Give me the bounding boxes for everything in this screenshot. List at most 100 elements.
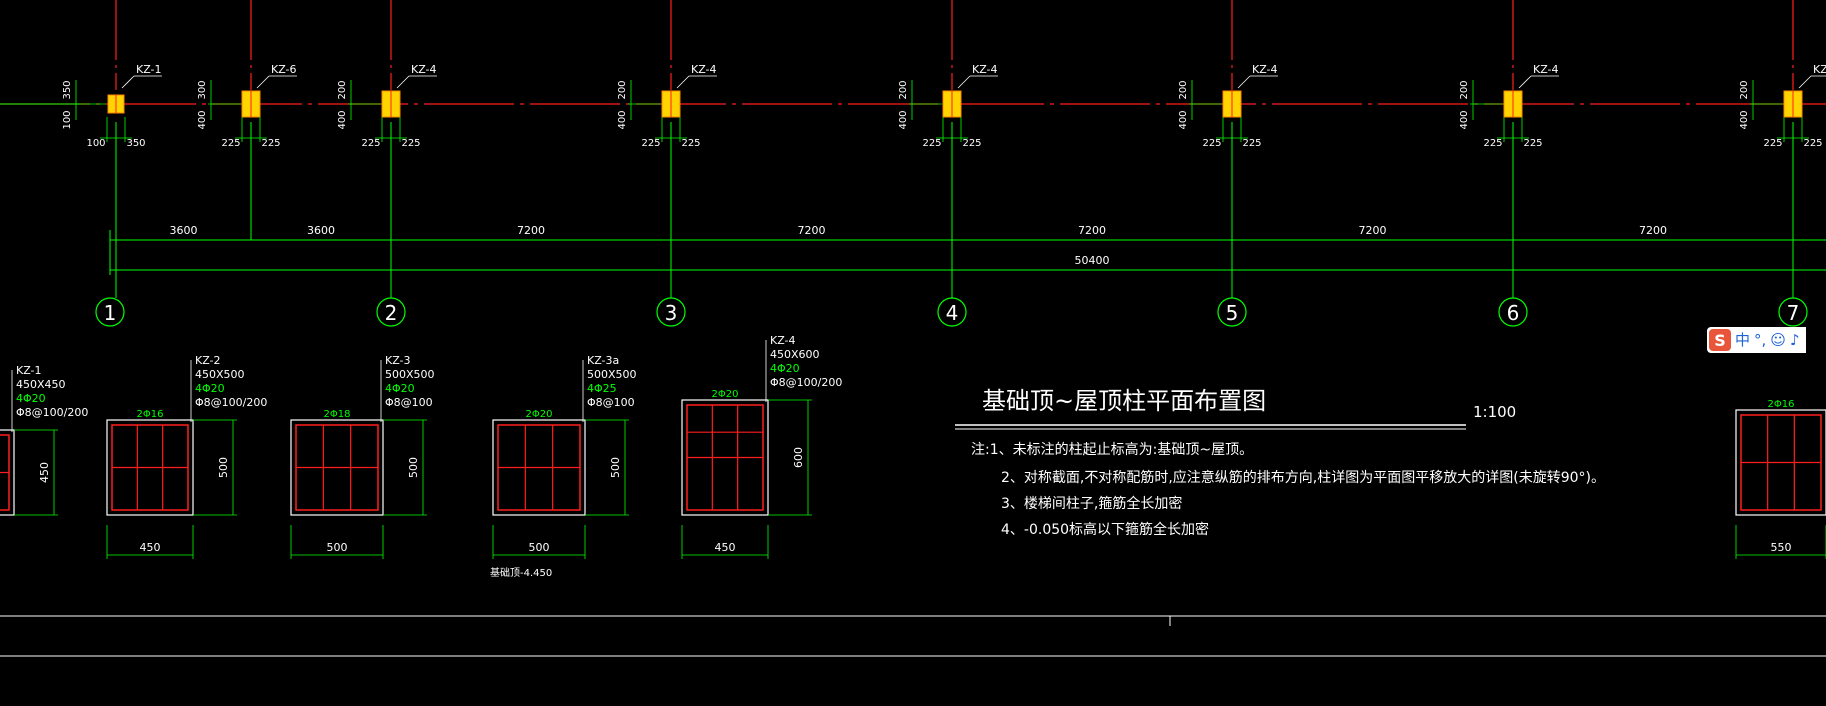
section-side-bars: 2Φ16 [137, 409, 164, 420]
span-dimension-label: 3600 [307, 224, 335, 237]
microphone-icon[interactable]: ♪ [1789, 331, 1800, 349]
sogou-logo-icon[interactable]: S [1709, 329, 1731, 351]
dim-top-label: 300 [197, 80, 208, 99]
note-3: 3、楼梯间柱子,箍筋全长加密 [1001, 495, 1182, 512]
section-height-label: 500 [407, 457, 420, 478]
ime-language-toggle[interactable]: 中 [1735, 331, 1751, 349]
column-tag: KZ-4 [1252, 63, 1278, 76]
section-main-rebar: 4Φ20 [16, 392, 46, 405]
tag-leader [1518, 75, 1532, 89]
section-side-bars: 2Φ16 [1768, 399, 1795, 410]
axis-bubble [1498, 297, 1528, 327]
dim-right-label: 225 [1242, 138, 1261, 149]
section-size: 450X450 [16, 378, 66, 391]
dim-top-label: 200 [1739, 80, 1750, 99]
span-dimension-label: 7200 [1639, 224, 1667, 237]
section-width-label: 500 [529, 541, 550, 554]
elevation-note: 基础顶-4.450 [490, 566, 552, 579]
axis-bubble-label: 2 [385, 301, 398, 325]
span-dimension-label: 3600 [170, 224, 198, 237]
dim-bottom-label: 400 [1459, 110, 1470, 129]
section-outline [290, 419, 384, 516]
section-size: 500X500 [385, 368, 435, 381]
dim-left-label: 225 [1483, 138, 1502, 149]
dim-top-label: 200 [617, 80, 628, 99]
section-width-label: 450 [140, 541, 161, 554]
section-outline [0, 429, 15, 516]
section-width-label: 500 [327, 541, 348, 554]
dim-right-label: 225 [1523, 138, 1542, 149]
tag-leader [957, 75, 971, 89]
dim-left-label: 100 [86, 138, 105, 149]
section-main-rebar: 4Φ20 [385, 382, 415, 395]
section-height-label: 500 [609, 457, 622, 478]
dim-bottom-label: 400 [337, 110, 348, 129]
section-side-bars: 2Φ20 [526, 409, 553, 420]
dim-bottom-label: 400 [617, 110, 628, 129]
drawing-scale: 1:100 [1473, 403, 1516, 421]
span-dimension-label: 7200 [1359, 224, 1387, 237]
axis-bubble [376, 297, 406, 327]
section-stirrup-spec: Φ8@100 [385, 396, 433, 409]
dim-bottom-label: 400 [1178, 110, 1189, 129]
section-height-label: 600 [792, 447, 805, 468]
dim-right-label: 350 [126, 138, 145, 149]
section-size: 500X500 [587, 368, 637, 381]
note-4: 4、-0.050标高以下箍筋全长加密 [1001, 521, 1209, 538]
dim-left-label: 225 [221, 138, 240, 149]
axis-bubble-label: 4 [946, 301, 959, 325]
tag-leader [396, 75, 410, 89]
axis-bubble [1217, 297, 1247, 327]
column-tag: KZ-4 [1533, 63, 1559, 76]
section-width-label: 450 [715, 541, 736, 554]
axis-bubble-label: 6 [1507, 301, 1520, 325]
section-outline [106, 419, 194, 516]
tag-leader [121, 75, 135, 89]
ime-toolbar[interactable]: S 中 °, ☺ ♪ [1707, 327, 1806, 353]
axis-bubble-label: 7 [1787, 301, 1800, 325]
section-stirrup-spec: Φ8@100/200 [195, 396, 267, 409]
dim-left-label: 225 [1763, 138, 1782, 149]
span-dimension-label: 7200 [798, 224, 826, 237]
emoji-icon[interactable]: ☺ [1770, 331, 1786, 349]
section-name: KZ-3a [587, 354, 619, 367]
axis-lines [0, 0, 1826, 105]
note-1: 注:1、未标注的柱起止标高为:基础顶~屋顶。 [971, 441, 1253, 458]
axis-bubble [656, 297, 686, 327]
axis-bubble [95, 297, 125, 327]
dim-left-label: 225 [641, 138, 660, 149]
section-stirrup-spec: Φ8@100/200 [16, 406, 88, 419]
ime-punctuation-toggle[interactable]: °, [1754, 331, 1767, 349]
section-name: KZ-2 [195, 354, 221, 367]
section-outline [1735, 409, 1826, 516]
section-main-rebar: 4Φ20 [195, 382, 225, 395]
drawing-title: 基础顶~屋顶柱平面布置图 [982, 387, 1266, 415]
dim-top-label: 200 [898, 80, 909, 99]
section-name: KZ-1 [16, 364, 42, 377]
axis-bubble [1778, 297, 1808, 327]
section-main-rebar: 4Φ25 [587, 382, 617, 395]
section-side-bars: 2Φ20 [712, 389, 739, 400]
dim-bottom-label: 400 [197, 110, 208, 129]
tag-leader [1798, 75, 1812, 89]
dim-left-label: 225 [1202, 138, 1221, 149]
axis-bubble-label: 5 [1226, 301, 1239, 325]
dim-top-label: 350 [62, 80, 73, 99]
